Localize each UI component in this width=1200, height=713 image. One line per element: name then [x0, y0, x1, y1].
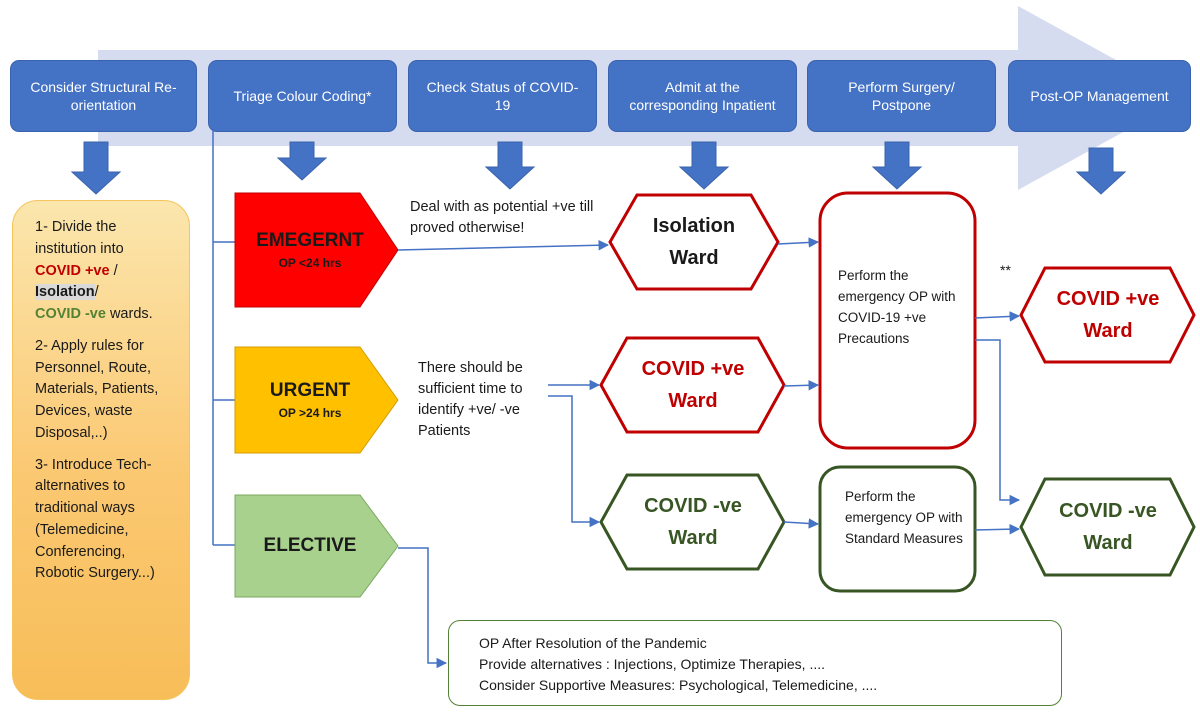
urgent-chevron — [234, 346, 399, 454]
emergent-chevron — [234, 192, 399, 308]
isolation-ward-hexagon — [608, 193, 780, 291]
covid-pos-label: COVID +ve — [35, 262, 110, 279]
urgent-label: URGENT OP >24 hrs — [235, 347, 385, 453]
connector-urgent-covid-neg — [548, 395, 601, 528]
urgent-subtitle: OP >24 hrs — [278, 406, 342, 420]
covid-precautions-box — [818, 191, 977, 450]
elective-plan-line: Provide alternatives : Injections, Optim… — [479, 656, 826, 672]
urgent-note: There should be sufficient time to ident… — [418, 360, 523, 440]
post-covid-pos-ward-hexagon — [1019, 266, 1196, 364]
post-covid-neg-ward-hexagon — [1019, 477, 1196, 577]
elective-plan-line: Consider Supportive Measures: Psychologi… — [479, 677, 878, 693]
post-covid-pos-ward-label: COVID +ve Ward — [1056, 288, 1160, 342]
footnote-marker: ** — [1000, 262, 1011, 278]
step-triage-colour-coding: Triage Colour Coding* — [208, 60, 397, 132]
down-arrow-icon — [70, 141, 122, 195]
structural-item-2: 2- Apply rules for Personnel, Route, Mat… — [35, 337, 159, 441]
covid-pos-ward-label: COVID +ve Ward — [641, 358, 745, 412]
connector-covid-pos-surgery — [783, 380, 820, 391]
elective-label: ELECTIVE — [235, 495, 385, 597]
down-arrow-icon — [678, 141, 730, 190]
isolation-label: Isolation — [35, 284, 95, 301]
structural-item-1-text: 1- Divide the institution into — [35, 219, 124, 257]
down-arrow-icon — [276, 141, 328, 181]
structural-item-3: 3- Introduce Tech-alternatives to tradit… — [35, 456, 155, 582]
step-check-covid-status: Check Status of COVID-19 — [408, 60, 597, 132]
covid-neg-label: COVID -ve — [35, 306, 106, 322]
structural-item-1: 1- Divide the institution into COVID +ve… — [35, 219, 153, 322]
connector-covid-neg-standard — [783, 518, 820, 529]
elective-plan-box: OP After Resolution of the Pandemic Prov… — [448, 620, 1062, 706]
post-covid-neg-ward-label: COVID -ve Ward — [1059, 500, 1157, 554]
down-arrow-icon — [871, 141, 923, 190]
emergent-note: Deal with as potential +ve till proved o… — [410, 199, 594, 237]
isolation-ward-label: Isolation Ward — [652, 215, 736, 269]
step-post-op-management: Post-OP Management — [1008, 60, 1191, 132]
structural-reorientation-box: 1- Divide the institution into COVID +ve… — [12, 200, 190, 700]
elective-plan-line: OP After Resolution of the Pandemic — [479, 635, 707, 651]
standard-measures-box — [818, 465, 977, 593]
covid-precautions-text: Perform the emergency OP with COVID-19 +… — [838, 268, 956, 346]
connector-emergent-isolation — [397, 239, 610, 251]
down-arrow-icon — [484, 141, 536, 190]
down-arrow-icon — [1075, 147, 1127, 195]
urgent-title: URGENT — [269, 380, 351, 401]
connector-surgery-post-neg — [975, 339, 1021, 506]
emergent-label: EMEGERNT OP <24 hrs — [235, 193, 385, 307]
connector-surgery-post-pos — [974, 311, 1021, 322]
emergent-title: EMEGERNT — [256, 230, 364, 251]
step-admit-inpatient: Admit at the corresponding Inpatient — [608, 60, 797, 132]
elective-chevron — [234, 494, 399, 598]
standard-measures-text: Perform the emergency OP with Standard M… — [845, 489, 963, 546]
emergent-subtitle: OP <24 hrs — [278, 256, 342, 270]
step-structural-reorientation: Consider Structural Re-orientation — [10, 60, 197, 132]
covid-neg-ward-label: COVID -ve Ward — [644, 495, 742, 549]
step-perform-surgery: Perform Surgery/ Postpone — [807, 60, 996, 132]
connector-elective-plan — [398, 547, 448, 669]
covid-pos-ward-hexagon — [599, 336, 786, 434]
covid-neg-ward-hexagon — [599, 473, 786, 571]
connector-isolation-surgery — [777, 237, 820, 248]
elective-title: ELECTIVE — [263, 535, 357, 556]
connector-standard-post-neg — [974, 523, 1021, 535]
